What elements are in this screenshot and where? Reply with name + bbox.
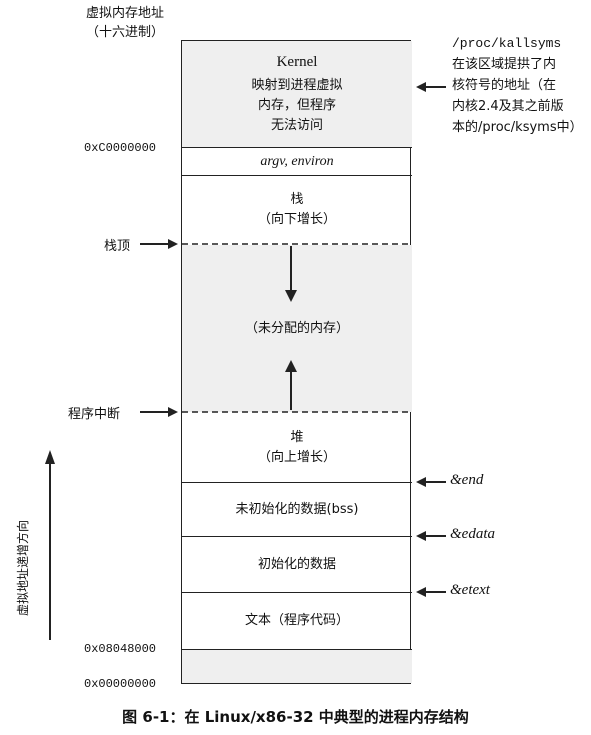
argv-environ-segment: argv, environ: [182, 148, 412, 176]
kallsyms-desc-line1: 在该区域提拱了内: [452, 57, 557, 72]
program-break-label: 程序中断: [68, 407, 121, 422]
kallsyms-desc-line2: 核符号的地址（在: [452, 78, 557, 93]
heap-segment: 堆 （向上增长）: [182, 413, 412, 483]
kernel-title: Kernel: [276, 54, 318, 70]
edata-symbol-label: &edata: [450, 526, 495, 542]
data-segment: 初始化的数据: [182, 537, 412, 593]
address-kernel-base: 0xC0000000: [84, 141, 157, 155]
etext-arrow-icon: [416, 587, 446, 597]
end-symbol-label: &end: [450, 472, 484, 488]
kallsyms-desc-line4: 本的/proc/ksyms中）: [452, 120, 583, 135]
address-header: 虚拟内存地址 （十六进制）: [70, 4, 180, 42]
header-title-line2: （十六进制）: [85, 25, 164, 40]
stack-top-label: 栈顶: [104, 239, 131, 254]
etext-symbol-label: &etext: [450, 582, 490, 598]
kernel-desc-line1: 映射到进程虚拟: [251, 78, 343, 93]
text-segment: 文本（程序代码）: [182, 593, 412, 650]
figure-caption: 图 6-1：在 Linux/x86-32 中典型的进程内存结构: [122, 708, 469, 726]
kallsyms-note: /proc/kallsyms 在该区域提拱了内 核符号的地址（在 内核2.4及其…: [452, 33, 583, 138]
memory-column: Kernel 映射到进程虚拟 内存，但程序 无法访问 argv, environ…: [181, 40, 412, 684]
kernel-desc-line2: 内存，但程序: [257, 98, 336, 113]
bss-segment: 未初始化的数据(bss): [182, 483, 412, 537]
kallsyms-desc-line3: 内核2.4及其之前版: [452, 99, 564, 114]
heap-growth-arrow-icon: [285, 360, 297, 410]
reserved-segment: [182, 650, 412, 683]
stack-top-arrow-icon: [140, 239, 178, 249]
kernel-segment: Kernel 映射到进程虚拟 内存，但程序 无法访问: [182, 41, 412, 148]
stack-label-line2: （向下增长）: [257, 212, 336, 227]
unallocated-label: （未分配的内存）: [244, 320, 349, 336]
address-direction-label: 虚拟地址递增方向: [16, 520, 30, 617]
kallsyms-path: /proc/kallsyms: [452, 36, 562, 51]
kallsyms-arrow-icon: [416, 82, 446, 92]
stack-label-line1: 栈: [290, 192, 304, 207]
heap-label-line1: 堆: [290, 429, 304, 445]
end-arrow-icon: [416, 477, 446, 487]
header-title-line1: 虚拟内存地址: [85, 6, 164, 21]
text-label: 文本（程序代码）: [244, 613, 349, 628]
data-label: 初始化的数据: [257, 556, 336, 572]
bss-label: 未初始化的数据(bss): [235, 501, 359, 517]
unallocated-segment: （未分配的内存）: [182, 245, 412, 412]
heap-label-line2: （向上增长）: [257, 449, 336, 465]
stack-segment: 栈 （向下增长）: [182, 176, 412, 244]
edata-arrow-icon: [416, 531, 446, 541]
address-text-start: 0x08048000: [84, 642, 157, 656]
address-direction-arrow-icon: [45, 450, 55, 640]
kernel-desc-line3: 无法访问: [270, 118, 323, 133]
address-zero: 0x00000000: [84, 677, 157, 691]
program-break-arrow-icon: [140, 407, 178, 417]
argv-label: argv, environ: [260, 153, 334, 169]
stack-growth-arrow-icon: [285, 246, 297, 302]
